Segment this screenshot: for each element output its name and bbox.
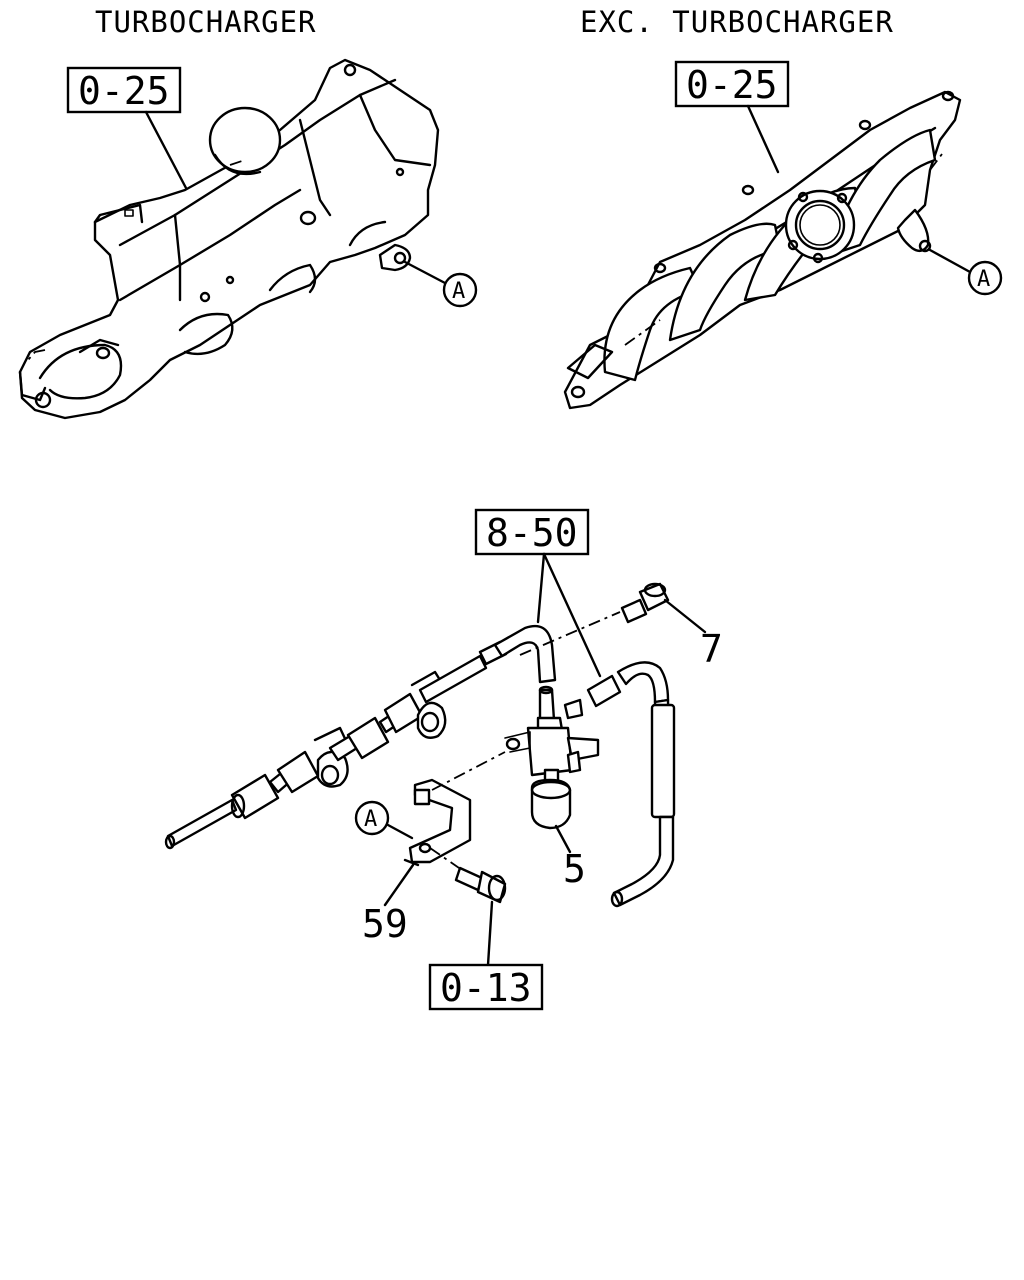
non-turbo-intake-manifold (563, 90, 962, 410)
vsv-label-group: 5 (554, 824, 586, 891)
marker-a-left-text: A (452, 279, 465, 304)
marker-a-left: A (403, 260, 478, 308)
callout-right-manifold-text: 0-25 (686, 63, 778, 107)
part-59-label: 59 (362, 902, 408, 946)
part-7-label: 7 (700, 627, 723, 671)
turbo-intake-manifold (18, 58, 440, 420)
vacuum-hose-right (586, 661, 676, 908)
callout-hose: 8-50 (474, 508, 602, 678)
bolt-lower (454, 866, 507, 967)
callout-right-manifold: 0-25 (674, 60, 790, 174)
callout-bolt: 0-13 (428, 963, 544, 1011)
part-5-label: 5 (563, 847, 586, 891)
vsv-valve (504, 685, 600, 830)
marker-a-right-text: A (977, 267, 990, 292)
title-exc-turbocharger: EXC. TURBOCHARGER (580, 5, 894, 39)
marker-a-bracket: A (354, 800, 414, 840)
callout-bolt-text: 0-13 (440, 966, 532, 1010)
marker-a-right: A (928, 248, 1003, 296)
marker-a-bracket-text: A (364, 807, 377, 832)
title-turbocharger: TURBOCHARGER (95, 5, 317, 39)
callout-hose-text: 8-50 (486, 511, 578, 555)
callout-left-manifold: 0-25 (66, 66, 188, 190)
bracket-59: 59 (362, 751, 506, 946)
bolt-7: 7 (519, 582, 723, 671)
callout-left-manifold-text: 0-25 (78, 69, 170, 113)
vacuum-pipe (164, 624, 557, 850)
